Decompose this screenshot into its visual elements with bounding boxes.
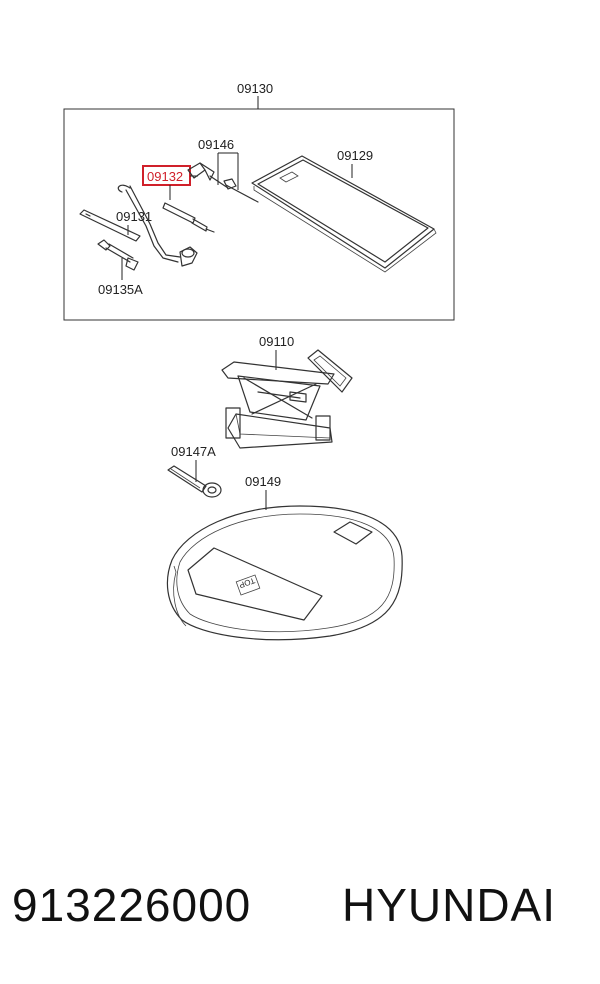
label-09132: 09132 — [147, 169, 183, 184]
part-number: 913226000 — [12, 879, 252, 931]
label-09135A: 09135A — [98, 282, 143, 297]
label-09149: 09149 — [245, 474, 281, 489]
label-09147A: 09147A — [171, 444, 216, 459]
jack-part — [221, 349, 353, 449]
spanner-part — [97, 239, 139, 271]
label-09131: 09131 — [116, 209, 152, 224]
label-09129: 09129 — [337, 148, 373, 163]
driver-bit-part — [187, 162, 259, 203]
spare-tray-part: TOP — [166, 505, 403, 641]
tool-tray-part — [251, 155, 437, 273]
label-09146: 09146 — [198, 137, 234, 152]
wheel-wrench-part — [79, 184, 198, 267]
toolkit-frame — [63, 108, 455, 321]
footer: 913226000 HYUNDAI — [0, 878, 600, 948]
label-09110: 09110 — [259, 334, 294, 349]
label-09130: 09130 — [237, 81, 273, 96]
extension-bar-part — [162, 185, 215, 233]
brand-name: HYUNDAI — [342, 879, 557, 931]
towing-hook-part — [167, 465, 222, 498]
